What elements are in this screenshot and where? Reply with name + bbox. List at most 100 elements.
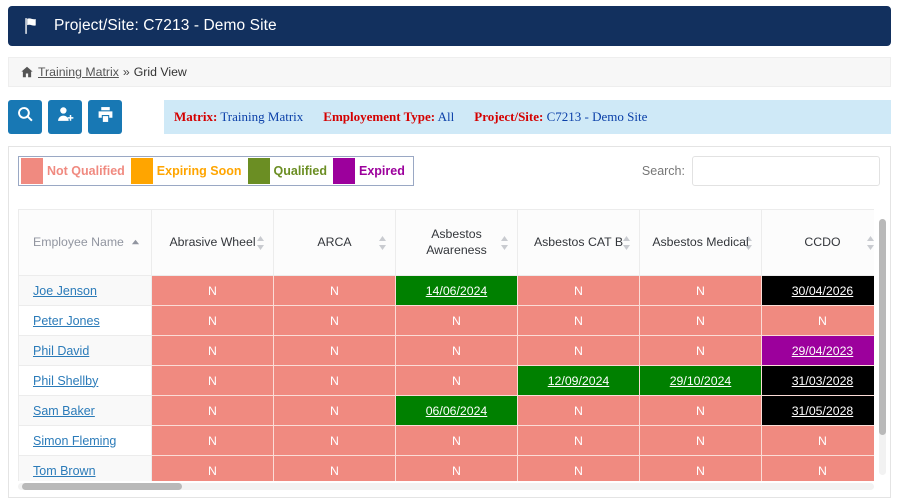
status-cell[interactable]: N <box>395 365 518 396</box>
print-button[interactable] <box>88 100 122 134</box>
expiry-date-link[interactable]: 12/09/2024 <box>547 373 610 388</box>
employee-name-link[interactable]: Sam Baker <box>33 403 95 418</box>
status-cell[interactable]: 29/04/2023 <box>761 335 874 366</box>
employee-name-link[interactable]: Phil David <box>33 343 90 358</box>
status-cell[interactable]: N <box>151 305 274 336</box>
status-cell[interactable]: N <box>273 395 396 426</box>
status-cell[interactable]: N <box>761 305 874 336</box>
filter-value: C7213 - Demo Site <box>546 109 648 124</box>
employee-name-link[interactable]: Peter Jones <box>33 313 100 328</box>
column-header-asbestos-cat-b[interactable]: Asbestos CAT B <box>517 209 640 276</box>
column-header-label: ARCA <box>317 234 352 249</box>
status-cell[interactable]: N <box>273 305 396 336</box>
search-area: Search: <box>642 156 880 186</box>
vertical-scrollbar-thumb[interactable] <box>879 219 886 435</box>
column-header-ccdo[interactable]: CCDO <box>761 209 874 276</box>
breadcrumb-link-training-matrix[interactable]: Training Matrix <box>38 65 119 79</box>
status-cell[interactable]: N <box>151 335 274 366</box>
status-cell[interactable]: N <box>151 455 274 481</box>
status-cell[interactable]: N <box>151 365 274 396</box>
status-cell-value: N <box>574 283 583 298</box>
status-cell[interactable]: N <box>273 365 396 396</box>
status-cell[interactable]: N <box>761 455 874 481</box>
expiry-date-link[interactable]: 30/04/2026 <box>791 283 854 298</box>
status-cell-value: N <box>330 403 339 418</box>
vertical-scrollbar[interactable] <box>879 219 886 475</box>
search-input[interactable] <box>692 156 880 186</box>
employee-name-cell: Simon Fleming <box>18 425 152 456</box>
status-cell-value: N <box>208 313 217 328</box>
column-header-asbestos-awareness[interactable]: Asbestos Awareness <box>395 209 518 276</box>
status-cell[interactable]: N <box>151 275 274 306</box>
column-header-label: Asbestos Medical <box>652 234 749 249</box>
column-header-abrasive-wheel[interactable]: Abrasive Wheel <box>151 209 274 276</box>
add-user-button[interactable] <box>48 100 82 134</box>
status-cell[interactable]: N <box>395 455 518 481</box>
status-cell[interactable]: N <box>273 455 396 481</box>
filter-value: All <box>437 109 455 124</box>
status-cell[interactable]: 29/10/2024 <box>639 365 762 396</box>
expiry-date-link[interactable]: 31/05/2028 <box>791 403 854 418</box>
status-cell[interactable]: N <box>761 425 874 456</box>
status-cell[interactable]: N <box>639 455 762 481</box>
status-cell[interactable]: N <box>151 425 274 456</box>
status-cell[interactable]: 31/05/2028 <box>761 395 874 426</box>
status-cell[interactable]: N <box>395 305 518 336</box>
status-cell[interactable]: N <box>517 305 640 336</box>
column-header-arca[interactable]: ARCA <box>273 209 396 276</box>
horizontal-scrollbar-thumb[interactable] <box>22 483 182 490</box>
status-cell[interactable]: N <box>395 335 518 366</box>
status-cell[interactable]: N <box>639 335 762 366</box>
status-cell[interactable]: N <box>639 395 762 426</box>
search-button[interactable] <box>8 100 42 134</box>
table-row: Phil David N N N N N 29/04/2023 <box>18 335 874 366</box>
filter-summary-bar: Matrix: Training Matrix Employement Type… <box>164 100 891 134</box>
column-header-asbestos-medical[interactable]: Asbestos Medical <box>639 209 762 276</box>
expiry-date-link[interactable]: 31/03/2028 <box>791 373 854 388</box>
home-icon <box>21 66 33 78</box>
horizontal-scrollbar[interactable] <box>18 483 874 490</box>
expiry-date-link[interactable]: 14/06/2024 <box>425 283 488 298</box>
status-cell[interactable]: N <box>273 425 396 456</box>
employee-name-link[interactable]: Simon Fleming <box>33 433 117 448</box>
status-cell-value: N <box>452 433 461 448</box>
status-cell-value: N <box>330 343 339 358</box>
employee-name-link[interactable]: Joe Jenson <box>33 283 97 298</box>
status-cell-value: N <box>452 313 461 328</box>
expiry-date-link[interactable]: 29/10/2024 <box>669 373 732 388</box>
toolbar: Matrix: Training Matrix Employement Type… <box>8 100 891 138</box>
status-cell[interactable]: N <box>639 425 762 456</box>
status-cell[interactable]: 12/09/2024 <box>517 365 640 396</box>
status-cell-value: N <box>208 403 217 418</box>
status-cell-value: N <box>574 403 583 418</box>
expiry-date-link[interactable]: 29/04/2023 <box>791 343 854 358</box>
employee-name-link[interactable]: Tom Brown <box>33 463 96 478</box>
column-header-employee-name[interactable]: Employee Name <box>18 209 152 276</box>
status-cell[interactable]: N <box>151 395 274 426</box>
status-cell-value: N <box>330 463 339 478</box>
status-cell-value: N <box>696 343 705 358</box>
employee-name-link[interactable]: Phil Shellby <box>33 373 99 388</box>
status-cell-value: N <box>452 343 461 358</box>
status-cell[interactable]: N <box>273 275 396 306</box>
expiry-date-link[interactable]: 06/06/2024 <box>425 403 488 418</box>
status-cell[interactable]: 14/06/2024 <box>395 275 518 306</box>
status-cell[interactable]: 30/04/2026 <box>761 275 874 306</box>
status-cell[interactable]: 31/03/2028 <box>761 365 874 396</box>
legend-item: Expiring Soon <box>130 158 248 184</box>
status-cell[interactable]: N <box>517 275 640 306</box>
status-cell[interactable]: N <box>517 455 640 481</box>
status-cell[interactable]: N <box>395 425 518 456</box>
status-cell[interactable]: N <box>517 425 640 456</box>
status-cell[interactable]: N <box>639 305 762 336</box>
status-cell[interactable]: N <box>639 275 762 306</box>
status-cell[interactable]: 06/06/2024 <box>395 395 518 426</box>
status-cell[interactable]: N <box>273 335 396 366</box>
status-cell[interactable]: N <box>517 395 640 426</box>
status-cell[interactable]: N <box>517 335 640 366</box>
